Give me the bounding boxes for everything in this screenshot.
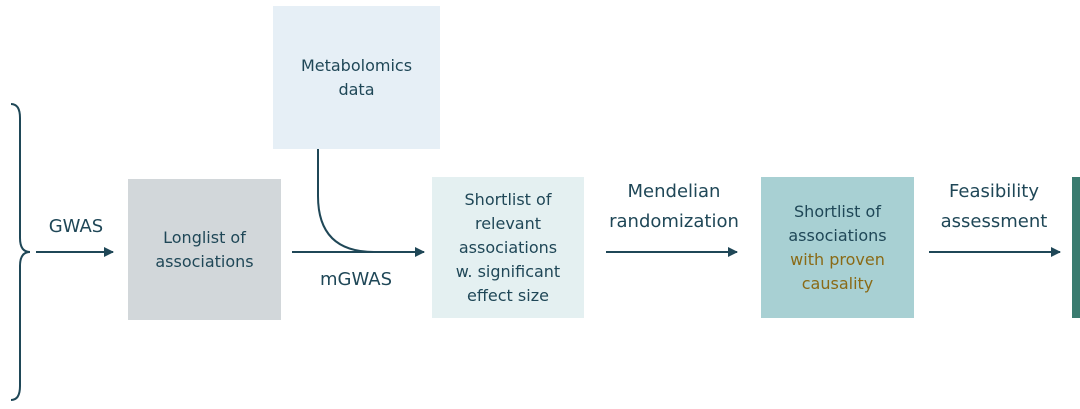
shortlist-relevant-line-4: w. significant [455,261,561,281]
left-brace [10,103,31,401]
mendelian-label-line-1: Mendelian [627,181,721,202]
shortlist-causal-box: Shortlist of associations with proven ca… [761,177,914,318]
gwas-label: GWAS [48,216,104,237]
shortlist-relevant-line-2: relevant [474,213,542,233]
shortlist-relevant-line-3: associations [458,237,558,257]
shortlist-relevant-box: Shortlist of relevant associations w. si… [432,177,584,318]
feasibility-label-line-2: assessment [940,211,1048,232]
metabolomics-data-box: Metabolomics data [273,6,440,149]
feasibility-label-line-1: Feasibility [949,181,1039,202]
shortlist-causal-highlight-1: with proven [790,249,885,269]
shortlist-causal-line-2: associations [788,225,887,245]
metabolomics-line-2: data [338,79,375,99]
final-stage-bar [1072,177,1080,318]
shortlist-relevant-line-5: effect size [467,285,549,305]
feasibility-label: Feasibility assessment [922,177,1066,237]
mgwas-label: mGWAS [319,269,393,290]
metabolomics-curve [317,149,375,253]
shortlist-causal-highlight-2: causality [801,273,874,293]
mendelian-label-line-2: randomization [609,211,739,232]
longlist-box: Longlist of associations [128,179,281,320]
shortlist-causal-line-1: Shortlist of [794,201,881,221]
metabolomics-line-1: Metabolomics [300,55,413,75]
longlist-line-1: Longlist of [163,227,246,247]
shortlist-relevant-line-1: Shortlist of [464,189,552,209]
mendelian-label: Mendelian randomization [591,177,757,237]
longlist-line-2: associations [155,251,254,271]
